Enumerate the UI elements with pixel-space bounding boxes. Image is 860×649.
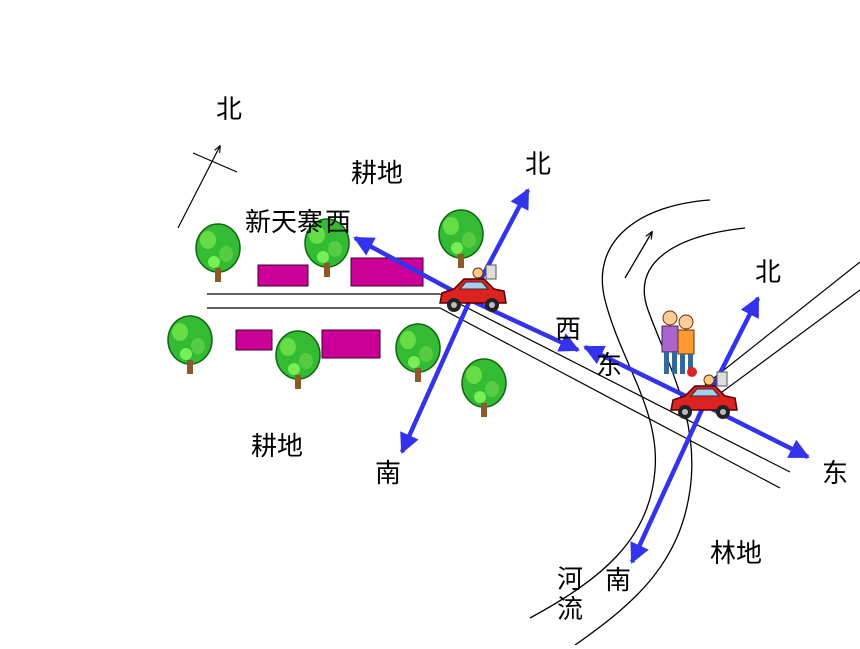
car1-east-label: 东: [596, 351, 623, 381]
car2-east-label: 东: [822, 459, 849, 489]
river-label-line2: 流: [557, 594, 584, 625]
tree-icon: [195, 223, 241, 283]
house: [350, 257, 424, 287]
tree-icon: [275, 330, 321, 390]
house: [321, 329, 381, 359]
car2-south-label: 南: [605, 566, 632, 596]
direction-arrows-car2: [583, 296, 810, 564]
tree-icon: [438, 209, 484, 269]
compass-icon: [177, 146, 238, 229]
car1-west-label: 西: [325, 208, 352, 238]
car1-south-label: 南: [375, 459, 402, 489]
car2-west-label: 西: [555, 315, 582, 345]
road: [207, 261, 860, 489]
village-label: 新天寨: [245, 208, 324, 238]
house: [257, 264, 309, 287]
farmland-label-top: 耕地: [351, 159, 404, 189]
woodland-label: 林地: [710, 539, 763, 569]
people-icon: [661, 310, 697, 377]
car2-north-label: 北: [755, 258, 782, 288]
compass-north-label: 北: [216, 95, 243, 125]
trees: [167, 209, 507, 418]
farmland-label-bottom: 耕地: [251, 432, 304, 462]
tree-icon: [395, 323, 441, 383]
tree-icon: [167, 315, 213, 375]
car1-north-label: 北: [525, 150, 552, 180]
river-label-line1: 河: [557, 565, 584, 595]
house: [235, 329, 273, 351]
houses: [235, 257, 424, 359]
tree-icon: [461, 358, 507, 418]
river-label: 河 流: [557, 565, 585, 626]
